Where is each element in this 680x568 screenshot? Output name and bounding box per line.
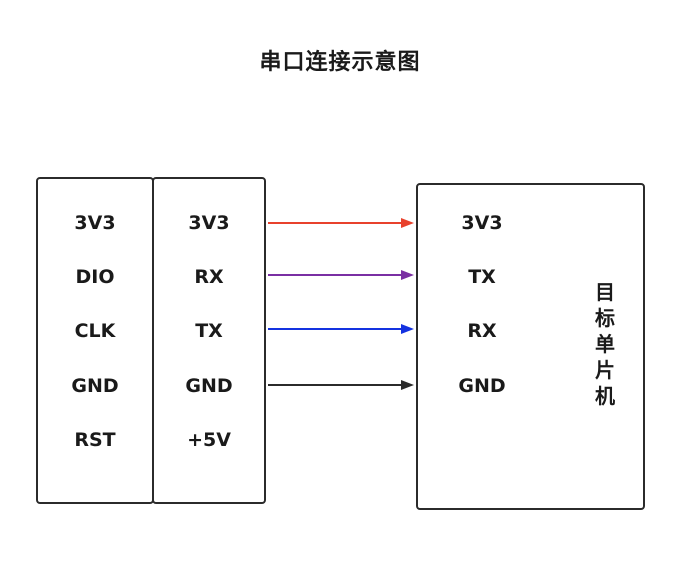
left-pin-3v3: 3V3 (74, 212, 116, 234)
left-pin-rst: RST (74, 429, 116, 451)
serial-pin-box (152, 177, 266, 504)
target-pin-tx: TX (468, 266, 496, 288)
wire-rx-to-tx (268, 270, 414, 280)
wire-tx-to-rx (268, 324, 414, 334)
left-pin-gnd: GND (71, 375, 119, 397)
wire-3v3-to-3v3 (268, 218, 414, 228)
left-pin-clk: CLK (74, 320, 116, 342)
target-mcu-box (416, 183, 645, 510)
mid-pin-gnd: GND (185, 375, 233, 397)
mid-pin-rx: RX (194, 266, 224, 288)
target-pin-rx: RX (467, 320, 497, 342)
wire-gnd-to-gnd (268, 380, 414, 390)
diagram-title: 串口连接示意图 (259, 50, 421, 75)
debugger-pin-box (36, 177, 154, 504)
mid-pin-5v: +5V (187, 429, 231, 451)
left-pin-dio: DIO (75, 266, 115, 288)
target-pin-gnd: GND (458, 375, 506, 397)
mid-pin-3v3: 3V3 (188, 212, 230, 234)
mid-pin-tx: TX (195, 320, 223, 342)
target-pin-3v3: 3V3 (461, 212, 503, 234)
target-mcu-label: 目标单片机 (595, 280, 615, 408)
